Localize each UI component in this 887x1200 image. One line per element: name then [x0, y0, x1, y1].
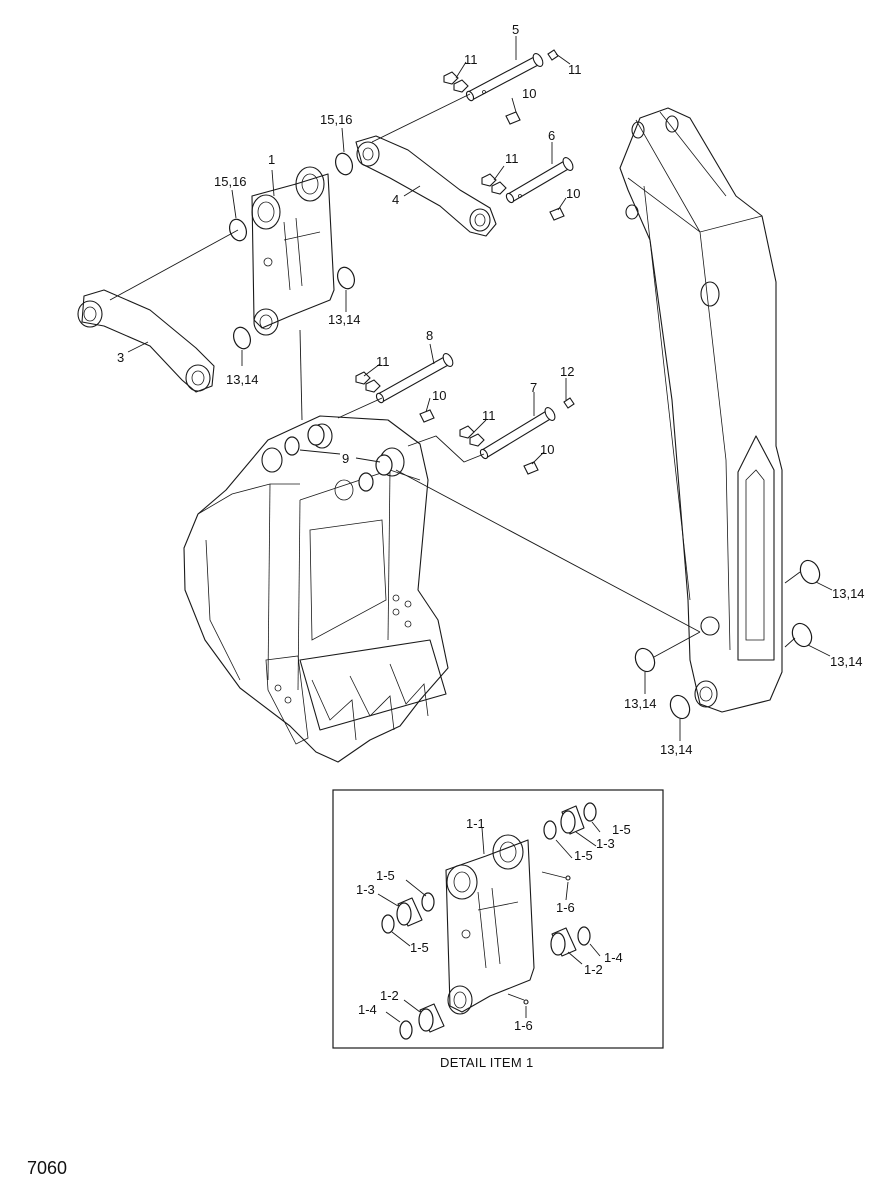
label-4: 4 [392, 192, 399, 207]
detail-label-1-2-b: 1-2 [380, 988, 399, 1003]
link-1 [251, 166, 335, 336]
link-1-orings [228, 152, 356, 350]
label-8: 8 [426, 328, 433, 343]
callout-labels: 5 11 11 10 15,16 6 1 11 15,16 10 4 13,14… [117, 22, 865, 757]
arm-assembly [619, 107, 783, 713]
detail-frame [332, 789, 664, 1049]
pin-6 [505, 157, 574, 204]
link-4 [355, 135, 497, 237]
label-10-d: 10 [540, 442, 554, 457]
label-11-e: 11 [482, 408, 496, 423]
label-13-14-d: 13,14 [830, 654, 863, 669]
label-5: 5 [512, 22, 519, 37]
label-11-a: 11 [464, 52, 478, 67]
label-10-b: 10 [566, 186, 580, 201]
detail-label-1-6-a: 1-6 [556, 900, 575, 915]
assembly-lines [109, 36, 701, 633]
detail-caption: DETAIL ITEM 1 [440, 1055, 533, 1070]
label-12: 12 [560, 364, 574, 379]
label-10-c: 10 [432, 388, 446, 403]
label-3: 3 [117, 350, 124, 365]
bolts-and-nuts [355, 49, 575, 475]
label-13-14-b: 13,14 [226, 372, 259, 387]
label-13-14-f: 13,14 [660, 742, 693, 757]
detail-label-1-5-a: 1-5 [612, 822, 631, 837]
label-7: 7 [530, 380, 537, 395]
label-9: 9 [342, 451, 349, 466]
detail-label-1-3-b: 1-3 [356, 882, 375, 897]
detail-label-1-5-d: 1-5 [410, 940, 429, 955]
label-13-14-c: 13,14 [832, 586, 865, 601]
label-10-a: 10 [522, 86, 536, 101]
label-13-14-e: 13,14 [624, 696, 657, 711]
label-15-16-a: 15,16 [320, 112, 353, 127]
detail-label-1-4-a: 1-4 [604, 950, 623, 965]
detail-label-1-5-c: 1-5 [376, 868, 395, 883]
label-1: 1 [268, 152, 275, 167]
arm-orings [634, 559, 833, 741]
label-11-c: 11 [505, 151, 519, 166]
detail-item-1: 1-1 1-5 1-3 1-5 1-5 1-3 1-6 1-5 1-4 1-2 … [332, 789, 664, 1049]
detail-label-1-2-a: 1-2 [584, 962, 603, 977]
label-11-b: 11 [568, 62, 582, 77]
detail-label-1-1: 1-1 [466, 816, 485, 831]
label-13-14-a: 13,14 [328, 312, 361, 327]
detail-label-1-6-b: 1-6 [514, 1018, 533, 1033]
label-6: 6 [548, 128, 555, 143]
link-3 [77, 289, 215, 393]
detail-label-1-4-b: 1-4 [358, 1002, 377, 1017]
pin-5 [465, 52, 544, 102]
bucket-orings [284, 424, 393, 492]
pin-7 [479, 407, 556, 460]
page-code: 7060 [27, 1158, 67, 1178]
bucket [183, 415, 449, 763]
pin-8 [375, 352, 454, 404]
label-15-16-b: 15,16 [214, 174, 247, 189]
detail-label-1-3-a: 1-3 [596, 836, 615, 851]
label-11-d: 11 [376, 354, 390, 369]
detail-label-1-5-b: 1-5 [574, 848, 593, 863]
